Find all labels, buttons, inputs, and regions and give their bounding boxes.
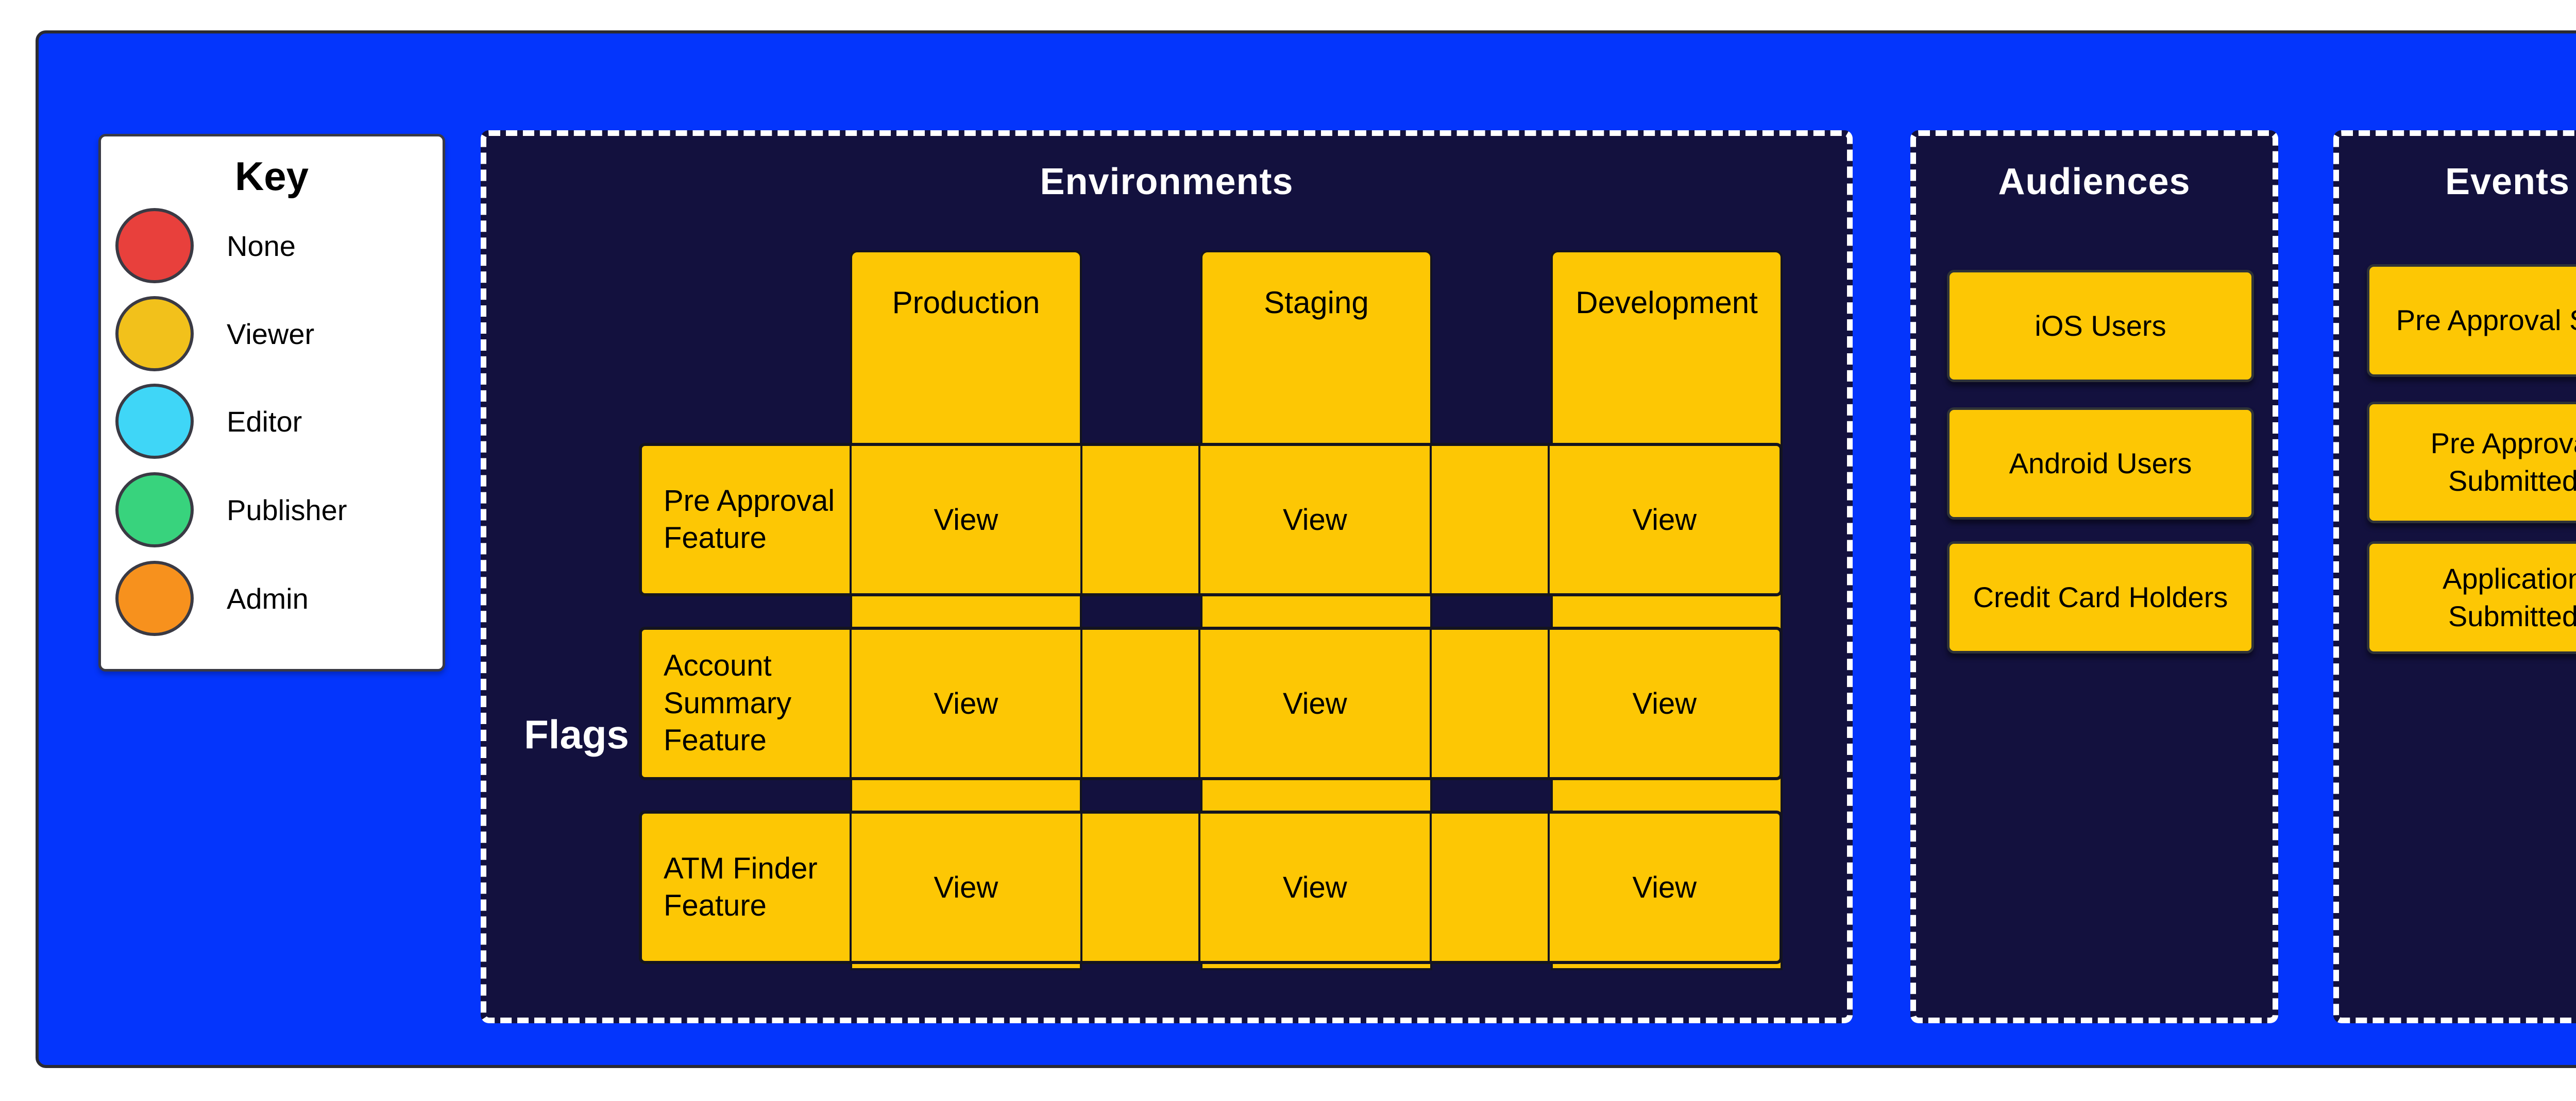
permission-cell-production: View (849, 446, 1080, 593)
flag-name-cell: Account Summary Feature (664, 649, 792, 758)
legend-item-admin: Admin (101, 561, 443, 636)
legend-label-editor: Editor (227, 405, 302, 438)
legend-label-admin: Admin (227, 582, 309, 615)
spacer-cell (1429, 630, 1548, 777)
events-panel: Events Pre Approval Start Pre Approval S… (2333, 130, 2576, 1023)
permission-cell-staging: View (1198, 630, 1429, 777)
legend-item-editor: Editor (101, 384, 443, 459)
flag-row-account-summary: Account Summary Feature View View View (639, 627, 1783, 780)
permission-cell-development: View (1547, 814, 1780, 961)
key-title: Key (234, 153, 309, 199)
audiences-title: Audiences (1998, 161, 2191, 202)
legend-item-viewer: Viewer (101, 296, 443, 371)
admin-color-swatch (115, 561, 194, 636)
publisher-color-swatch (115, 472, 194, 547)
key-panel: Key None Viewer Editor Publisher Admin (98, 134, 445, 672)
flag-name-cell: ATM Finder Feature (664, 851, 818, 923)
legend-label-viewer: Viewer (227, 317, 315, 350)
audiences-panel: Audiences iOS Users Android Users Credit… (1910, 130, 2278, 1023)
spacer-cell (1080, 446, 1198, 593)
environments-panel: Environments Production Staging Developm… (481, 130, 1853, 1023)
spacer-cell (1429, 814, 1548, 961)
events-title: Events (2445, 161, 2570, 202)
flag-row-pre-approval: Pre Approval Feature View View View (639, 443, 1783, 596)
event-node-application-submitted: Application Submitted (2367, 541, 2576, 654)
audience-node-android-users: Android Users (1947, 407, 2254, 520)
spacer-cell (1080, 814, 1198, 961)
environments-title: Environments (1040, 161, 1294, 202)
column-label-production: Production (892, 285, 1040, 320)
column-label-staging: Staging (1264, 285, 1369, 320)
legend-item-none: None (101, 208, 443, 283)
permission-cell-development: View (1547, 630, 1780, 777)
none-color-swatch (115, 208, 194, 283)
editor-color-swatch (115, 384, 194, 459)
event-node-pre-approval-submitted: Pre Approval Submitted (2367, 402, 2576, 523)
permission-cell-development: View (1547, 446, 1780, 593)
spacer-cell (1080, 630, 1198, 777)
audience-node-ios-users: iOS Users (1947, 270, 2254, 382)
flag-name-cell: Pre Approval Feature (664, 484, 835, 555)
viewer-color-swatch (115, 296, 194, 371)
permission-cell-staging: View (1198, 814, 1429, 961)
flag-row-atm-finder: ATM Finder Feature View View View (639, 811, 1783, 964)
legend-item-publisher: Publisher (101, 472, 443, 547)
legend-label-publisher: Publisher (227, 493, 347, 526)
column-label-development: Development (1575, 285, 1758, 320)
permission-cell-staging: View (1198, 446, 1429, 593)
spacer-cell (1429, 446, 1548, 593)
permission-cell-production: View (849, 630, 1080, 777)
permission-cell-production: View (849, 814, 1080, 961)
flags-axis-label: Flags (524, 711, 629, 757)
event-node-pre-approval-start: Pre Approval Start (2367, 264, 2576, 377)
legend-label-none: None (227, 229, 296, 262)
audience-node-credit-card-holders: Credit Card Holders (1947, 541, 2254, 653)
